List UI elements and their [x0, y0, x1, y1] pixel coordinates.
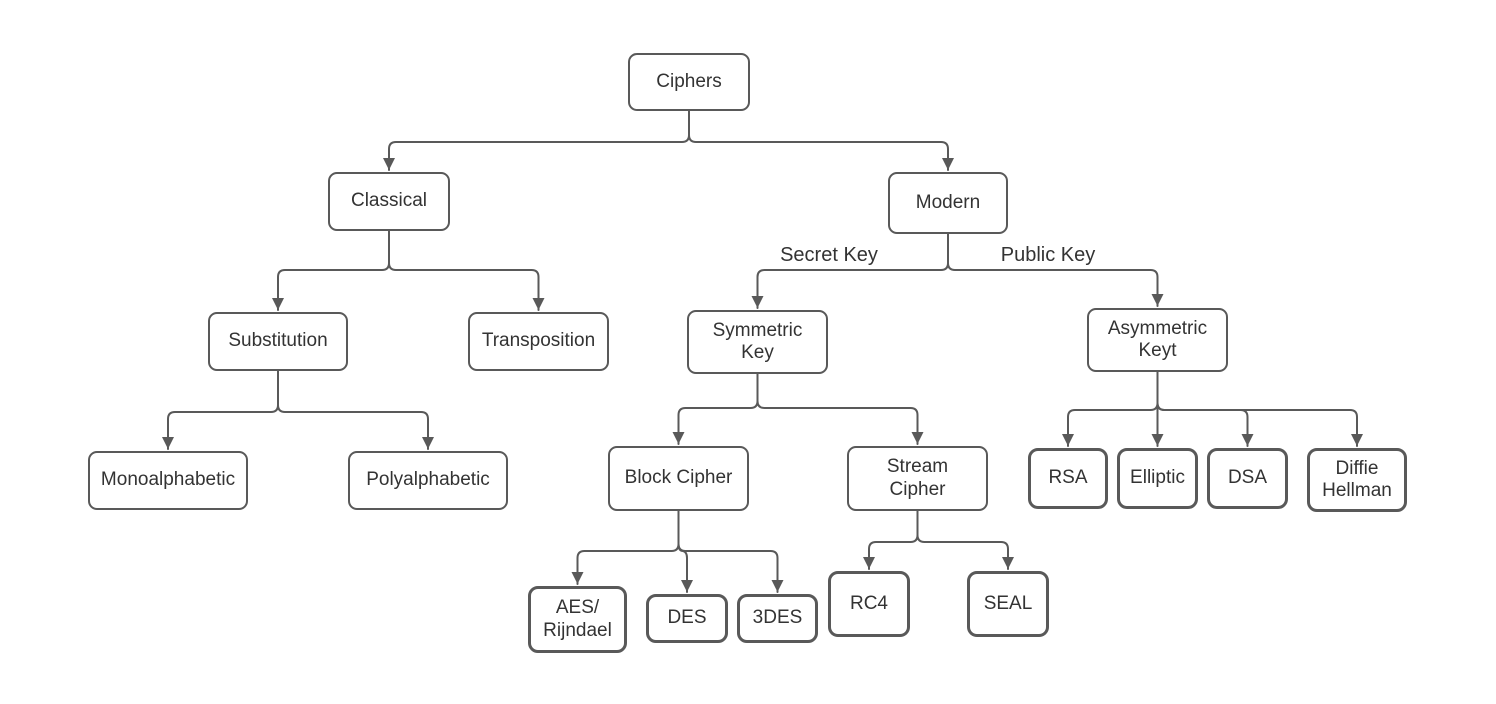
node-stream-cipher: Stream Cipher: [847, 446, 988, 511]
edge-label-public-key: Public Key: [1000, 244, 1096, 266]
node-dsa: DSA: [1207, 448, 1288, 509]
node-block-cipher: Block Cipher: [608, 446, 749, 511]
edge-stream-seal: [916, 510, 1014, 570]
edge-substitution-polyalphabetic: [277, 370, 434, 450]
edge-asymmetric-diffie: [1156, 371, 1363, 447]
node-ciphers: Ciphers: [628, 53, 750, 111]
edge-classical-substitution: [272, 230, 390, 311]
node-rsa: RSA: [1028, 448, 1108, 509]
node-modern: Modern: [888, 172, 1008, 234]
edge-ciphers-classical: [383, 110, 690, 171]
node-seal: SEAL: [967, 571, 1049, 637]
node-aes-rijndael: AES/ Rijndael: [528, 586, 627, 653]
node-classical: Classical: [328, 172, 450, 231]
edge-block-3des: [677, 510, 784, 593]
node-diffie-hellman: Diffie Hellman: [1307, 448, 1407, 512]
node-polyalphabetic: Polyalphabetic: [348, 451, 508, 510]
node-asymmetric-key: Asymmetric Keyt: [1087, 308, 1228, 372]
edge-stream-rc4: [863, 510, 919, 570]
node-symmetric-key: Symmetric Key: [687, 310, 828, 374]
node-3des: 3DES: [737, 594, 818, 643]
node-substitution: Substitution: [208, 312, 348, 371]
edge-ciphers-modern: [688, 110, 954, 171]
edge-classical-transposition: [388, 230, 545, 311]
node-rc4: RC4: [828, 571, 910, 637]
edge-substitution-monoalphabetic: [162, 370, 279, 450]
edge-symmetric-block: [672, 373, 759, 445]
node-elliptic: Elliptic: [1117, 448, 1198, 509]
edge-block-aes: [571, 510, 680, 585]
node-des: DES: [646, 594, 728, 643]
node-monoalphabetic: Monoalphabetic: [88, 451, 248, 510]
edge-label-secret-key: Secret Key: [780, 244, 878, 266]
node-transposition: Transposition: [468, 312, 609, 371]
edge-asymmetric-rsa: [1062, 371, 1159, 447]
edge-modern-asymmetric: [947, 233, 1164, 307]
edge-symmetric-stream: [756, 373, 924, 445]
